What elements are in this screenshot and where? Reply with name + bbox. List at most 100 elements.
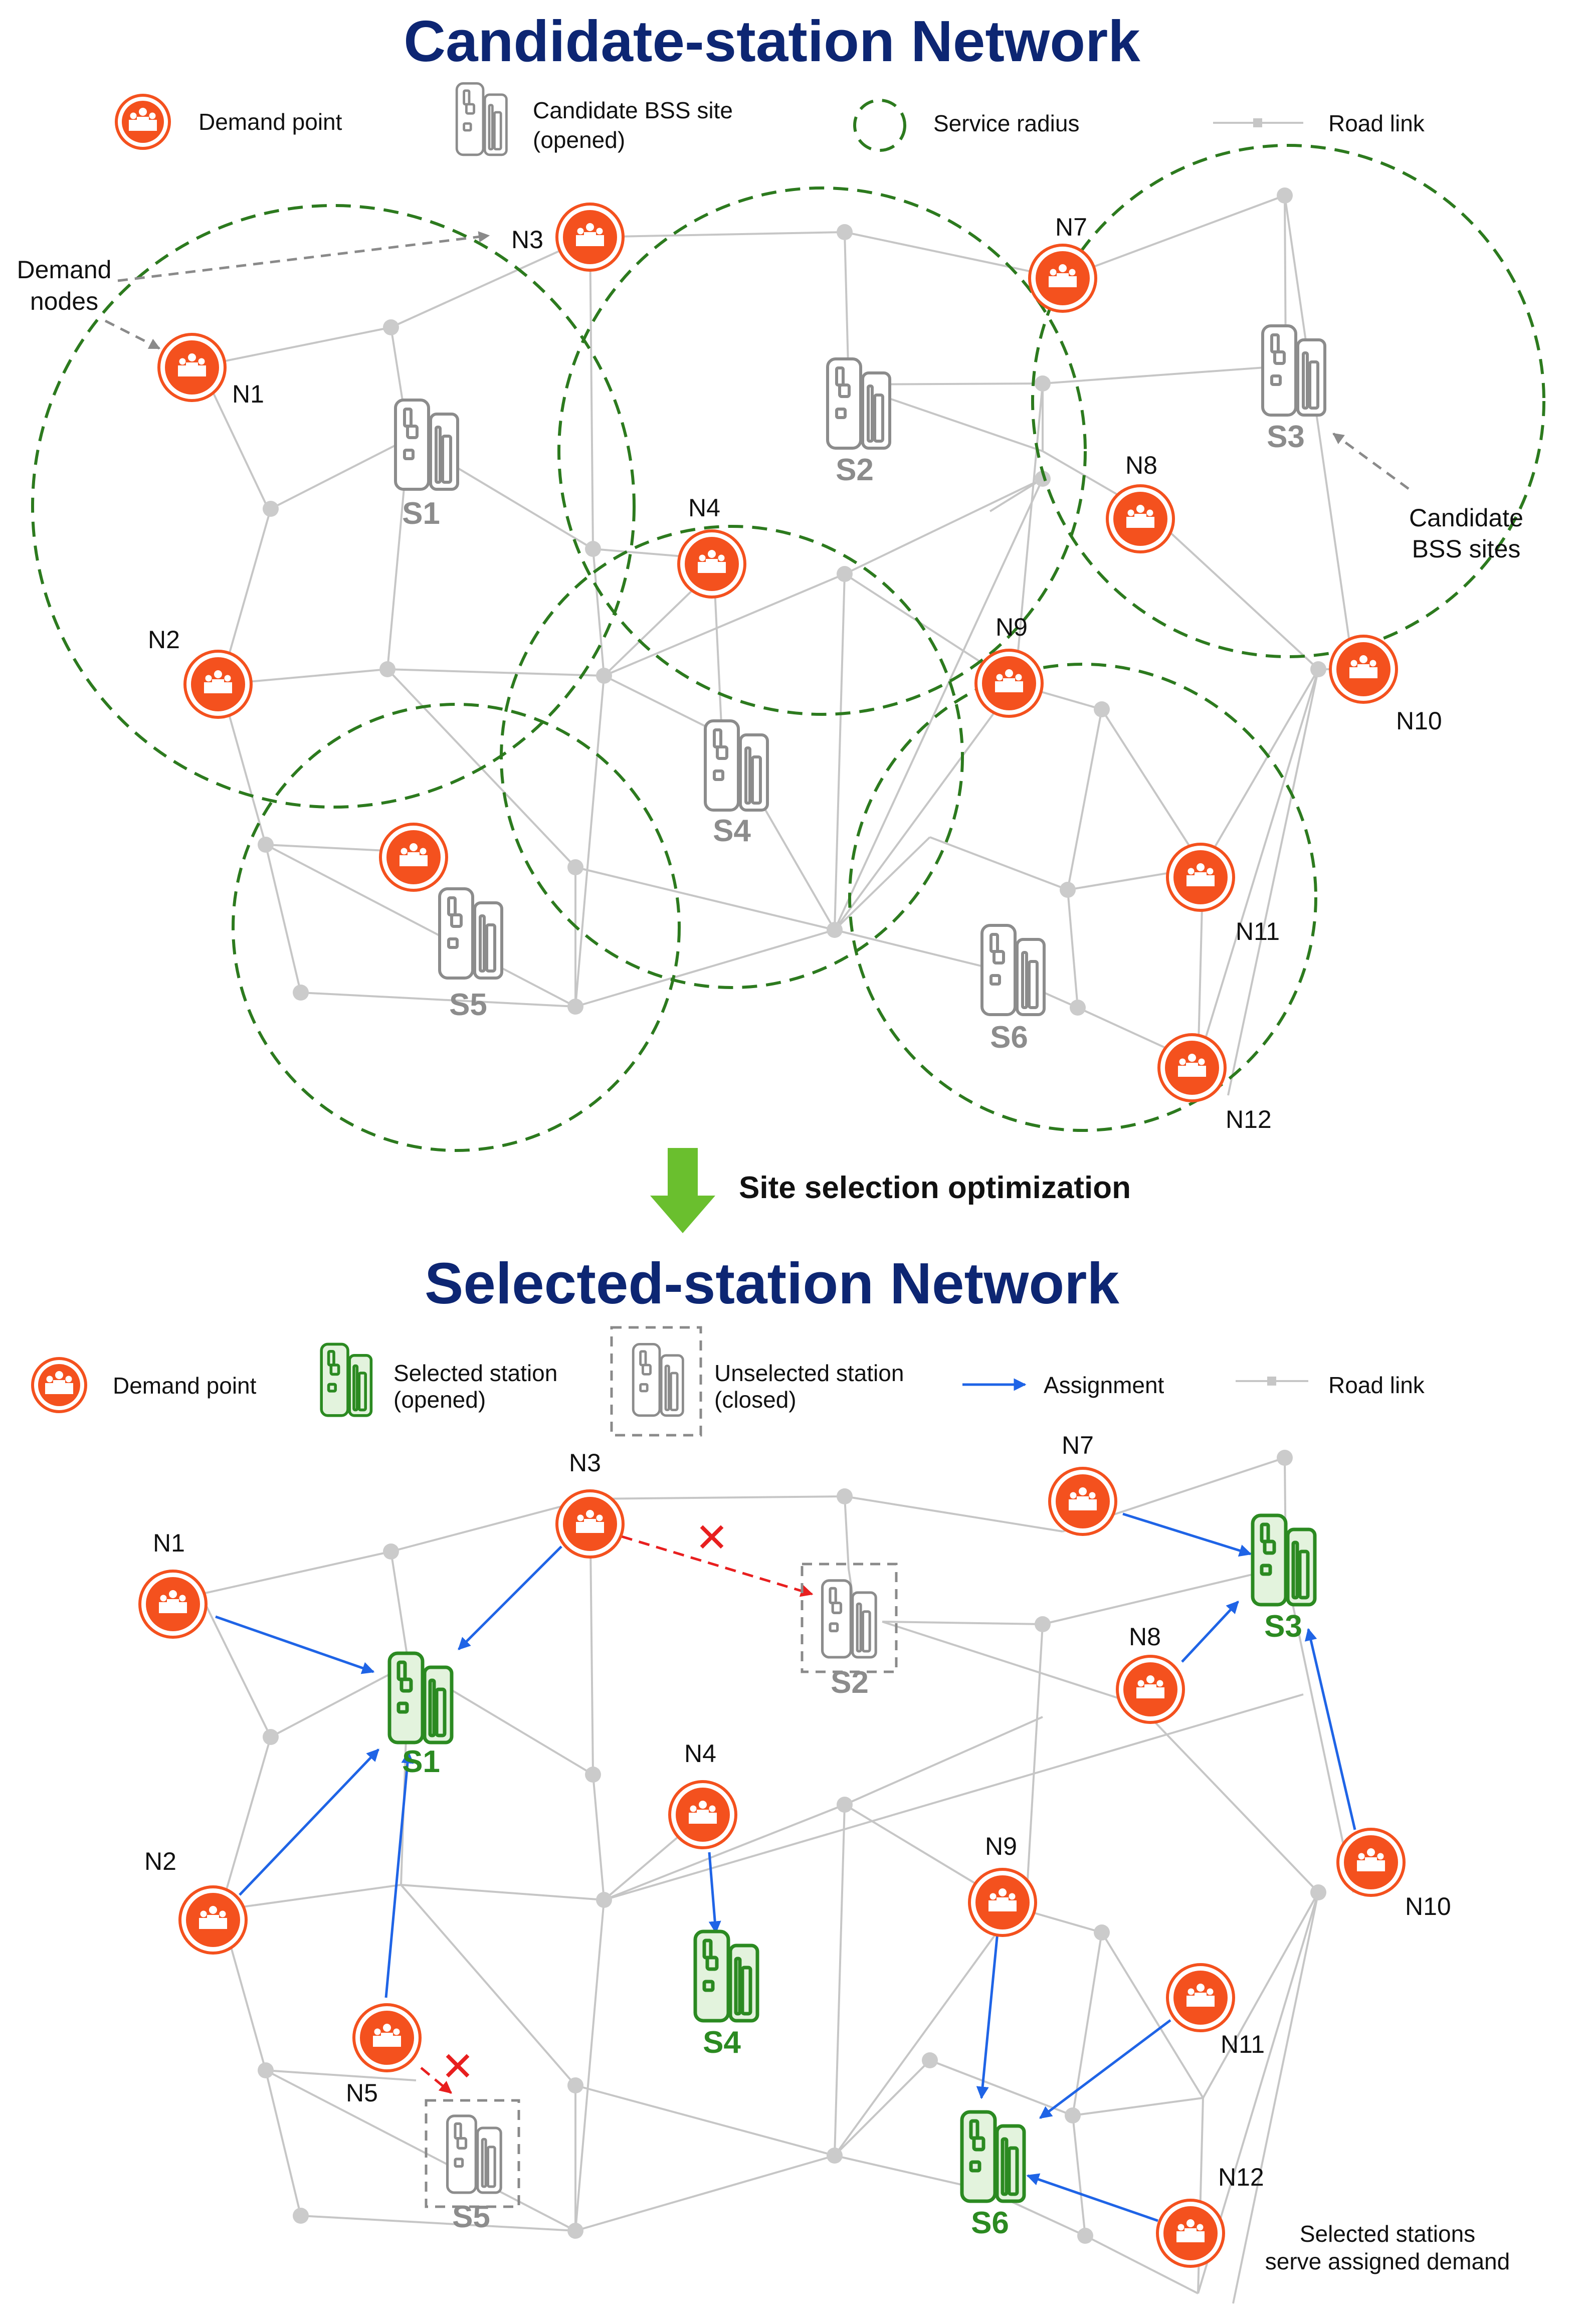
legend-demand-label: Demand point <box>113 1373 257 1399</box>
station-label-s5: S5 <box>449 988 487 1022</box>
node-label-n8: N8 <box>1125 451 1157 479</box>
demand-point-icon <box>1106 484 1175 553</box>
node-label-n5: N5 <box>346 2079 378 2107</box>
bottom-title: Selected-station Network <box>425 1251 1119 1316</box>
candidate-sites-annotation-1: Candidate <box>1409 504 1523 532</box>
demand-point-icon <box>1156 2199 1225 2268</box>
station-label-s6: S6 <box>971 2206 1009 2240</box>
annotation-arrow <box>104 319 161 350</box>
demand-point-icon <box>178 1885 248 1955</box>
bottom-node-labels: N1 N2 N3 N4 N5 N7 N8 N9 N10 N11 N12 <box>144 1431 1451 2191</box>
candidate-station-icon <box>457 83 506 154</box>
station-label-s3: S3 <box>1267 420 1305 454</box>
transition: Site selection optimization <box>650 1148 1131 1233</box>
top-node-labels: N1 N2 N3 N4 N7 N8 N9 N10 N11 N12 <box>148 213 1442 1133</box>
demand-point-icon <box>352 2003 422 2072</box>
station-label-s2: S2 <box>831 1665 869 1700</box>
top-demand-points <box>157 203 1398 1102</box>
demand-point-icon <box>1336 1828 1406 1897</box>
node-label-n4: N4 <box>688 494 720 522</box>
bottom-demand-points <box>138 1467 1406 2268</box>
legend-demand-label: Demand point <box>199 109 342 135</box>
node-label-n1: N1 <box>153 1529 185 1557</box>
legend-assignment-label: Assignment <box>1044 1372 1164 1398</box>
unselected-frame <box>801 1563 898 1673</box>
demand-nodes-annotation-1: Demand <box>17 256 112 284</box>
unselected-frame <box>610 1326 702 1437</box>
candidate-sites-annotation-2: BSS sites <box>1412 535 1521 563</box>
legend-selected-label-1: Selected station <box>393 1360 557 1386</box>
legend-radius-label: Service radius <box>933 110 1079 136</box>
top-stations: S1 S2 S3 S4 S5 S6 <box>395 326 1325 1055</box>
candidate-station-icon <box>395 400 458 489</box>
demand-point-icon <box>968 1868 1037 1937</box>
node-label-n2: N2 <box>148 626 180 654</box>
node-label-n8: N8 <box>1129 1623 1161 1651</box>
demand-point-icon <box>1048 1467 1117 1536</box>
demand-point-icon <box>1028 244 1097 313</box>
bottom-stations: S1 S2 S3 S4 S5 S6 <box>389 1515 1315 2240</box>
demand-point-icon <box>157 333 227 402</box>
demand-point-icon <box>1116 1655 1185 1724</box>
candidate-station-icon <box>705 721 767 810</box>
candidate-station-icon <box>982 925 1044 1015</box>
demand-point-icon <box>974 649 1044 718</box>
station-label-s5: S5 <box>452 2200 490 2234</box>
demand-point-icon <box>379 823 448 892</box>
bottom-road-nodes <box>258 1450 1326 2244</box>
station-label-s4: S4 <box>703 2025 741 2060</box>
annotation-arrow <box>1332 432 1410 490</box>
node-label-n3: N3 <box>511 226 543 254</box>
legend-unselected-label-1: Unselected station <box>714 1360 904 1386</box>
top-legend: Demand point Candidate BSS site (opened)… <box>115 83 1425 154</box>
demand-point-icon <box>1166 1963 1235 2032</box>
rejected-assignments: ✕ ✕ <box>420 1515 814 2094</box>
legend-selected-label-2: (opened) <box>393 1387 486 1413</box>
candidate-station-icon <box>1263 326 1325 415</box>
station-label-s6: S6 <box>990 1020 1028 1055</box>
node-label-n1: N1 <box>232 380 264 408</box>
reject-x-icon: ✕ <box>441 2044 474 2089</box>
assignment-arrows <box>215 1512 1356 2222</box>
road-link-icon <box>1236 1377 1308 1386</box>
candidate-station-icon <box>440 889 502 978</box>
down-arrow-icon <box>650 1148 715 1233</box>
station-label-s4: S4 <box>713 814 751 848</box>
node-label-n10: N10 <box>1396 707 1442 735</box>
node-label-n9: N9 <box>996 613 1028 641</box>
node-label-n9: N9 <box>985 1832 1017 1860</box>
station-label-s1: S1 <box>402 496 440 531</box>
bottom-legend: Demand point Selected station (opened) U… <box>31 1326 1425 1437</box>
selected-station-icon <box>695 1931 757 2021</box>
demand-point-icon <box>555 1489 625 1559</box>
demand-nodes-annotation-2: nodes <box>30 287 98 315</box>
reject-x-icon: ✕ <box>695 1515 728 1560</box>
node-label-n4: N4 <box>684 1739 716 1768</box>
selected-station-icon <box>1253 1515 1315 1605</box>
annotation-arrow <box>117 231 490 282</box>
unselected-station-icon <box>448 2116 501 2193</box>
top-road-nodes <box>258 187 1326 1016</box>
demand-point-icon <box>183 650 253 719</box>
selected-station-icon <box>962 2112 1024 2201</box>
legend-unselected-label-2: (closed) <box>714 1387 797 1413</box>
node-label-n7: N7 <box>1062 1431 1094 1459</box>
rejected-arrow <box>621 1535 814 1597</box>
node-label-n7: N7 <box>1055 213 1087 241</box>
demand-point-icon <box>138 1570 208 1639</box>
service-radius-icon <box>853 99 906 152</box>
node-label-n2: N2 <box>144 1847 176 1875</box>
node-label-n11: N11 <box>1236 917 1280 945</box>
demand-point-icon <box>115 94 171 150</box>
rejected-arrow <box>420 2067 452 2094</box>
candidate-station-icon <box>828 359 890 448</box>
station-label-s2: S2 <box>836 453 874 487</box>
top-title: Candidate-station Network <box>404 9 1140 74</box>
transition-label: Site selection optimization <box>739 1171 1131 1205</box>
selected-station-icon <box>321 1344 371 1415</box>
service-radius-circles <box>31 144 1545 1152</box>
road-link-icon <box>1213 118 1303 127</box>
unselected-station-icon <box>633 1344 683 1415</box>
